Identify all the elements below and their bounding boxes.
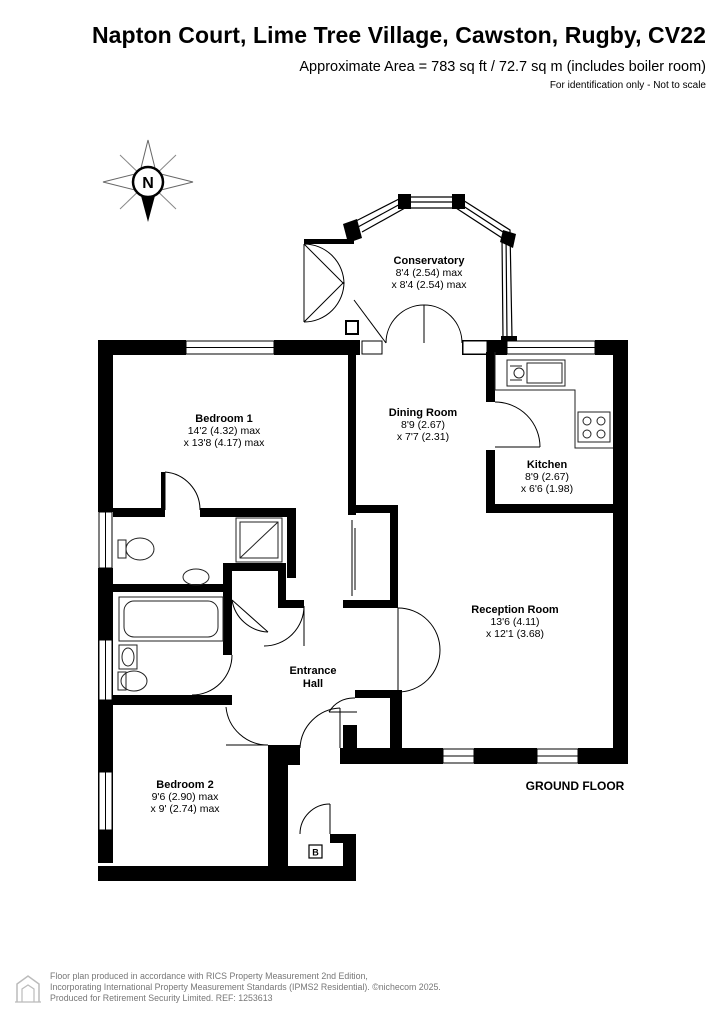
room-bedroom-1: Bedroom 1 14'2 (4.32) max x 13'8 (4.17) …	[184, 413, 266, 449]
room-dimension: x 9' (2.74) max	[150, 803, 220, 815]
room-name: Entrance	[289, 665, 336, 677]
room-dimension: 8'4 (2.54) max	[396, 267, 464, 279]
windows	[98, 340, 596, 831]
interior-walls	[113, 352, 626, 755]
room-name: Kitchen	[527, 459, 568, 471]
fixtures	[117, 352, 613, 692]
room-name: Bedroom 1	[195, 413, 252, 425]
room-dimension: 8'9 (2.67)	[525, 471, 569, 483]
room-dimension: 9'6 (2.90) max	[152, 791, 220, 803]
page-title: Napton Court, Lime Tree Village, Cawston…	[91, 22, 706, 48]
room-dimension: x 6'6 (1.98)	[521, 483, 573, 495]
footer-line: Floor plan produced in accordance with R…	[50, 971, 368, 981]
room-dimension: x 13'8 (4.17) max	[184, 437, 266, 449]
footer-line: Produced for Retirement Security Limited…	[50, 993, 273, 1003]
area-summary: Approximate Area = 783 sq ft / 72.7 sq m…	[299, 59, 706, 75]
boiler-label: B	[312, 848, 319, 858]
room-kitchen: Kitchen 8'9 (2.67) x 6'6 (1.98)	[521, 459, 573, 495]
compass-label: N	[142, 175, 154, 192]
room-dining: Dining Room 8'9 (2.67) x 7'7 (2.31)	[389, 407, 458, 443]
room-reception: Reception Room 13'6 (4.11) x 12'1 (3.68)	[471, 604, 559, 640]
room-dimension: 14'2 (4.32) max	[188, 425, 261, 437]
room-dimension: 13'6 (4.11)	[490, 616, 539, 628]
room-name: Dining Room	[389, 407, 458, 419]
nichecom-logo-icon	[15, 975, 41, 1003]
room-dimension: x 7'7 (2.31)	[397, 431, 449, 443]
room-conservatory: Conservatory 8'4 (2.54) max x 8'4 (2.54)…	[392, 255, 468, 291]
room-entrance-hall: Entrance Hall	[289, 665, 336, 690]
room-dimension: x 8'4 (2.54) max	[392, 279, 468, 291]
room-name: Bedroom 2	[156, 779, 213, 791]
room-dimension: 8'9 (2.67)	[401, 419, 445, 431]
footer-disclaimer: Floor plan produced in accordance with R…	[50, 971, 441, 1004]
room-dimension: x 12'1 (3.68)	[486, 628, 544, 640]
footer-line: Incorporating International Property Mea…	[50, 982, 441, 992]
boiler-room: B	[308, 844, 323, 859]
door-swings	[164, 304, 541, 835]
scale-note: For identification only - Not to scale	[549, 80, 706, 91]
conservatory-french-doors	[303, 243, 387, 344]
room-name: Reception Room	[471, 604, 559, 616]
room-name: Conservatory	[394, 255, 466, 267]
floor-label: GROUND FLOOR	[526, 779, 625, 793]
compass-icon: N	[102, 139, 194, 222]
room-name: Hall	[303, 678, 323, 690]
room-bedroom-2: Bedroom 2 9'6 (2.90) max x 9' (2.74) max	[150, 779, 220, 815]
